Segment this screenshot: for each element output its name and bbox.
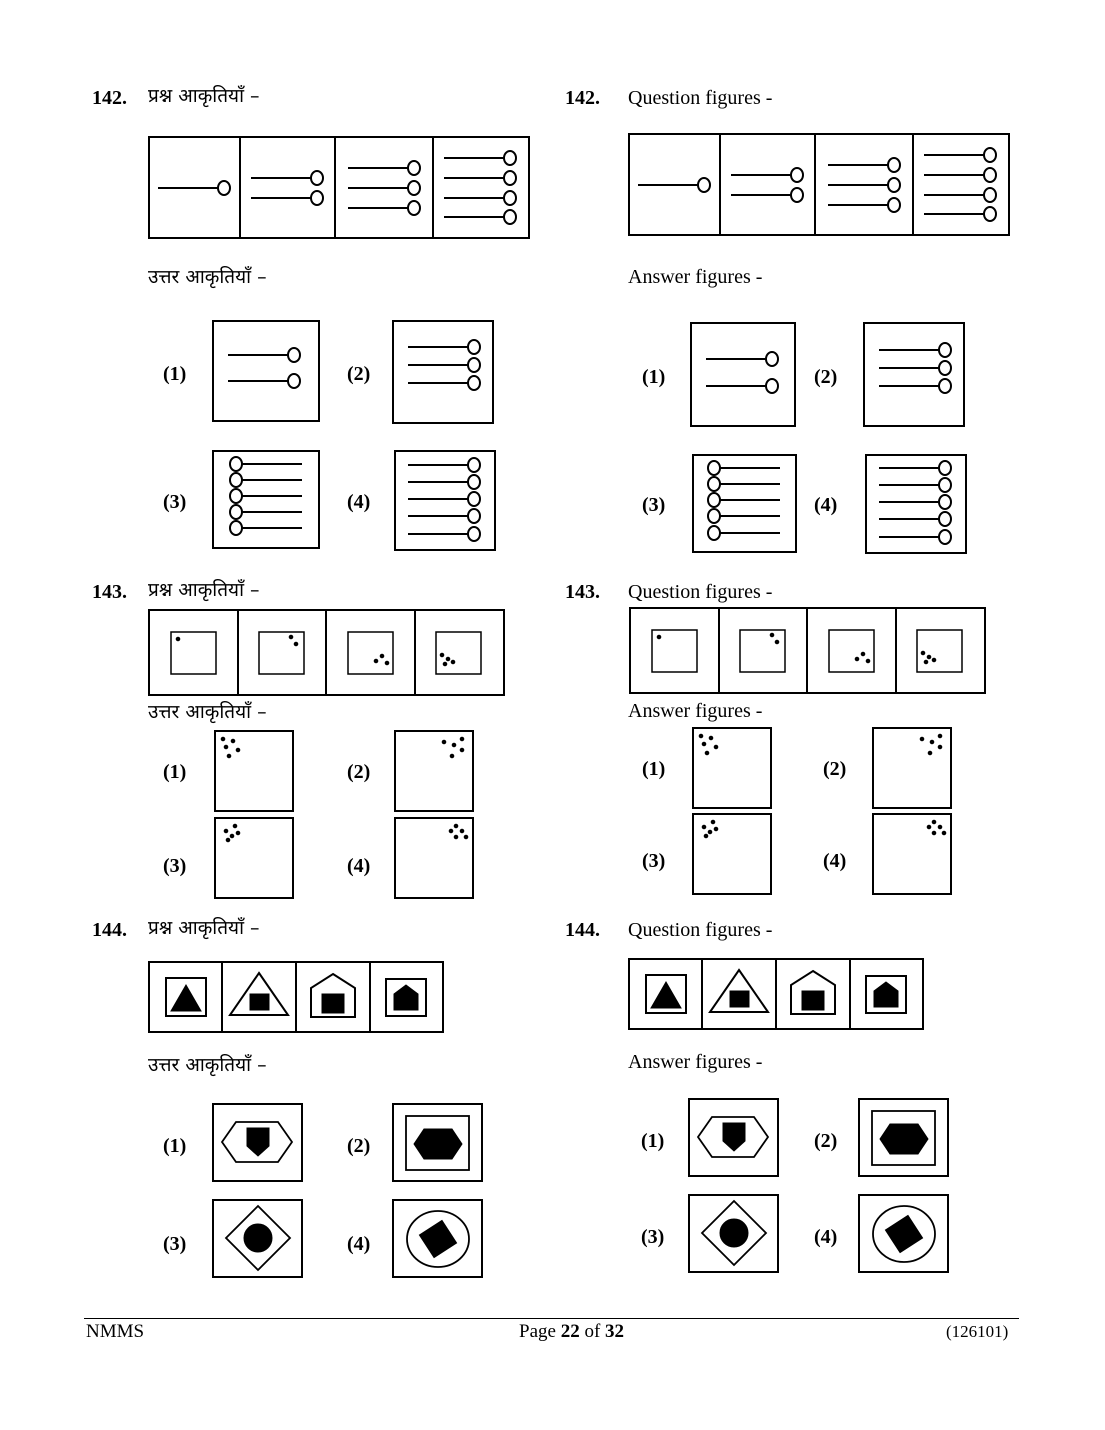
option-label: (3) [163, 855, 187, 877]
answer-figure-3[interactable] [692, 813, 772, 895]
question-label: प्रश्न आकृतियाँ – [148, 85, 260, 107]
answer-figure-3[interactable] [214, 817, 294, 899]
option-label: (4) [347, 491, 371, 513]
option-label: (4) [347, 855, 371, 877]
answer-figure-3[interactable] [692, 454, 797, 554]
page-total: 32 [605, 1321, 625, 1342]
answer-label: Answer figures - [628, 700, 763, 722]
option-label: (3) [163, 1233, 187, 1255]
answer-figure-1[interactable] [688, 1098, 780, 1178]
question-figures-143-right [629, 607, 986, 694]
option-label: (2) [347, 761, 371, 783]
option-label: (1) [642, 366, 666, 388]
page-indicator: Page 22 of 32 [519, 1322, 624, 1342]
answer-figure-4[interactable] [865, 454, 967, 554]
question-figures-143-left [148, 609, 505, 696]
question-number: 143. [92, 581, 127, 603]
option-label: (3) [642, 494, 666, 516]
question-figures-142-right [628, 133, 1010, 236]
option-label: (1) [163, 363, 187, 385]
page-current: 22 [560, 1321, 580, 1342]
question-number: 143. [565, 581, 600, 603]
answer-figure-1[interactable] [212, 320, 320, 422]
option-label: (4) [823, 850, 847, 872]
option-label: (4) [347, 1233, 371, 1255]
option-label: (2) [347, 1135, 371, 1157]
question-figures-144-right [628, 958, 924, 1030]
option-label: (1) [163, 1135, 187, 1157]
question-label: Question figures - [628, 87, 773, 109]
question-label: Question figures - [628, 919, 773, 941]
option-label: (3) [642, 850, 666, 872]
option-label: (4) [814, 494, 838, 516]
answer-figure-1[interactable] [692, 727, 772, 809]
answer-figure-1[interactable] [212, 1103, 304, 1183]
option-label: (1) [641, 1130, 665, 1152]
answer-figure-2[interactable] [863, 322, 965, 427]
answer-figure-4[interactable] [392, 1199, 484, 1279]
answer-figure-4[interactable] [858, 1194, 950, 1274]
option-label: (2) [814, 366, 838, 388]
option-label: (3) [163, 491, 187, 513]
answer-figure-4[interactable] [394, 817, 474, 899]
answer-figure-3[interactable] [212, 450, 320, 550]
answer-figure-3[interactable] [212, 1199, 304, 1279]
answer-figure-1[interactable] [214, 730, 294, 812]
option-label: (1) [163, 761, 187, 783]
page-prefix: Page [519, 1321, 561, 1342]
footer-code: (126101) [946, 1322, 1009, 1341]
answer-label: उत्तर आकृतियाँ – [148, 701, 267, 723]
option-label: (3) [641, 1226, 665, 1248]
option-label: (1) [642, 758, 666, 780]
answer-figure-1[interactable] [690, 322, 796, 428]
answer-figure-2[interactable] [394, 730, 474, 812]
option-label: (2) [347, 363, 371, 385]
question-figures-142-left [148, 136, 530, 239]
answer-figure-4[interactable] [394, 450, 496, 552]
answer-label: Answer figures - [628, 266, 763, 288]
answer-label: Answer figures - [628, 1051, 763, 1073]
option-label: (4) [814, 1226, 838, 1248]
question-label: प्रश्न आकृतियाँ – [148, 579, 260, 601]
answer-figure-2[interactable] [392, 1103, 484, 1183]
question-figures-144-left [148, 961, 444, 1033]
answer-figure-3[interactable] [688, 1194, 780, 1274]
footer-divider [84, 1318, 1019, 1319]
question-number: 144. [92, 919, 127, 941]
question-number: 142. [565, 87, 600, 109]
answer-figure-2[interactable] [872, 727, 952, 809]
page-of: of [579, 1321, 606, 1342]
question-number: 144. [565, 919, 600, 941]
answer-figure-2[interactable] [392, 320, 494, 424]
option-label: (2) [814, 1130, 838, 1152]
question-label: Question figures - [628, 581, 773, 603]
answer-figure-2[interactable] [858, 1098, 950, 1178]
option-label: (2) [823, 758, 847, 780]
question-label: प्रश्न आकृतियाँ – [148, 917, 260, 939]
answer-label: उत्तर आकृतियाँ – [148, 1054, 267, 1076]
footer-exam-name: NMMS [86, 1321, 145, 1342]
answer-figure-4[interactable] [872, 813, 952, 895]
answer-label: उत्तर आकृतियाँ – [148, 266, 267, 288]
question-number: 142. [92, 87, 127, 109]
